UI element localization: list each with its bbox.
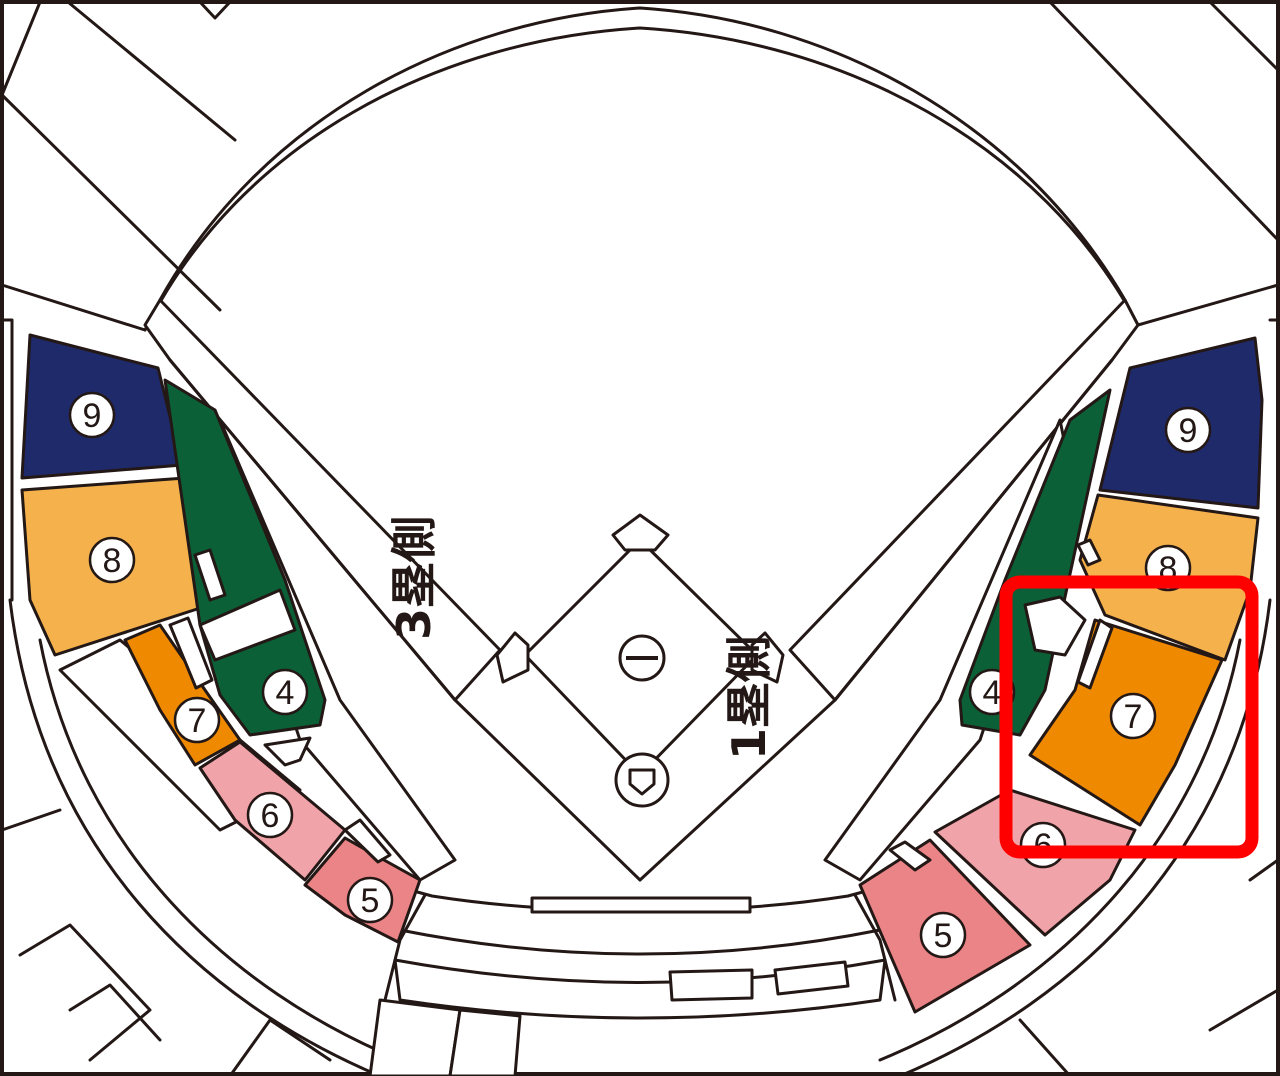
third-base bbox=[495, 631, 530, 684]
first-base-side-label: 1塁側 bbox=[722, 636, 776, 760]
badge-first-5: 5 bbox=[934, 917, 953, 955]
section-third-4[interactable] bbox=[163, 378, 327, 737]
badge-third-9: 9 bbox=[83, 397, 102, 435]
second-base bbox=[611, 513, 670, 552]
home-plate bbox=[628, 768, 656, 796]
highlight-box bbox=[999, 575, 1259, 859]
badge-third-5: 5 bbox=[361, 882, 380, 920]
badge-third-6: 6 bbox=[261, 797, 280, 835]
badge-third-8: 8 bbox=[103, 542, 122, 580]
field bbox=[143, 298, 1140, 882]
badge-first-7: 7 bbox=[1124, 698, 1143, 736]
third-base-side-sections bbox=[20, 333, 422, 944]
third-base-side-label: 3塁側 bbox=[387, 516, 441, 640]
first-base bbox=[750, 631, 785, 684]
badge-third-7: 7 bbox=[188, 702, 207, 740]
third-base-side-badges: 9 8 4 7 6 5 bbox=[68, 391, 394, 924]
badge-first-4: 4 bbox=[983, 674, 1002, 712]
badge-first-9: 9 bbox=[1179, 412, 1198, 450]
backstop bbox=[368, 888, 897, 1076]
badge-third-4: 4 bbox=[276, 674, 295, 712]
